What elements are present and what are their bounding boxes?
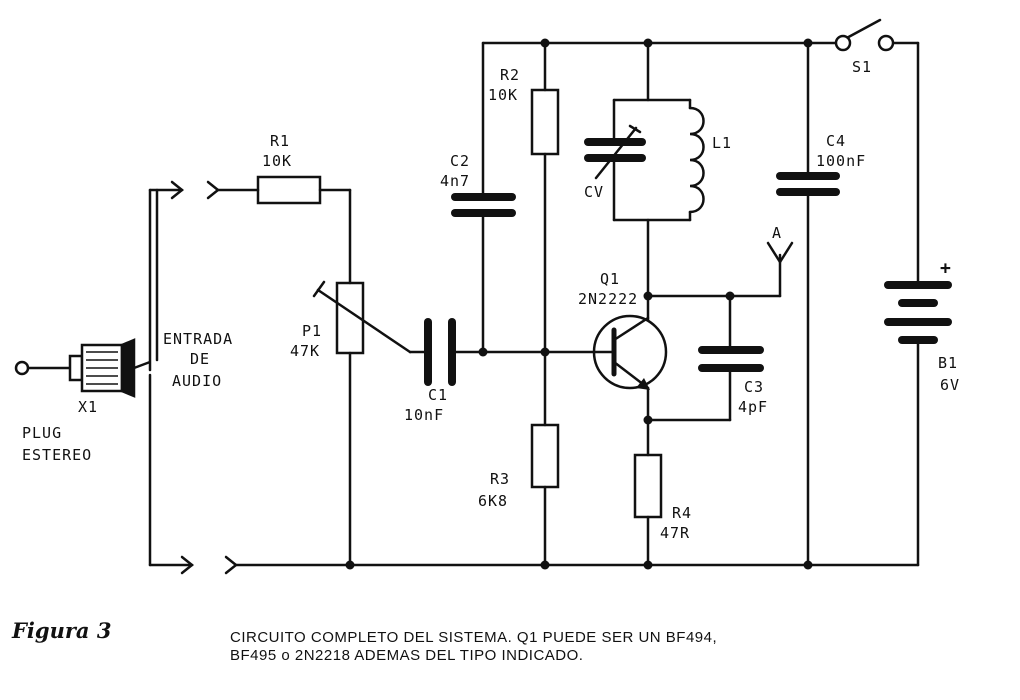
label-c3-value: 4pF — [738, 398, 768, 416]
cv-arrow-head — [628, 124, 642, 134]
resistor-r2 — [530, 88, 560, 156]
figure-caption: CIRCUITO COMPLETO DEL SISTEMA. Q1 PUEDE … — [230, 629, 950, 665]
cv-variable-arrow — [594, 126, 638, 180]
resistor-r3 — [530, 423, 560, 489]
label-p1-value: 47K — [290, 342, 320, 360]
junction-dot — [803, 38, 813, 48]
junction-dot — [643, 415, 653, 425]
antenna-a-symbol — [766, 241, 794, 265]
label-s1: S1 — [852, 58, 872, 76]
plug-cable — [133, 360, 151, 370]
junction-dot — [540, 38, 550, 48]
label-r2-value: 10K — [488, 86, 518, 104]
label-c2-value: 4n7 — [440, 172, 470, 190]
label-r3-name: R3 — [490, 470, 510, 488]
label-plug-line2: ESTEREO — [22, 446, 92, 464]
figure-caption-line2: BF495 o 2N2218 ADEMAS DEL TIPO INDICADO. — [230, 647, 584, 664]
junction-dot — [643, 291, 653, 301]
stereo-plug-x1 — [14, 338, 151, 398]
label-entrada-line3: AUDIO — [172, 372, 222, 390]
label-b1-name: B1 — [938, 354, 958, 372]
s1-terminal-right — [877, 34, 895, 52]
junction-dot — [540, 347, 550, 357]
s1-lever — [841, 18, 882, 42]
label-c4-name: C4 — [826, 132, 846, 150]
label-antenna-a: A — [772, 224, 782, 242]
junction-dot — [643, 38, 653, 48]
label-entrada-line2: DE — [190, 350, 210, 368]
q1-collector — [612, 316, 650, 342]
q1-emitter-arrow — [636, 378, 650, 390]
label-r1-value: 10K — [262, 152, 292, 170]
label-p1-name: P1 — [302, 322, 322, 340]
label-b1-value: 6V — [940, 376, 960, 394]
arrow-in-top-right — [206, 180, 221, 200]
p1-wiper — [316, 288, 412, 354]
label-r2-name: R2 — [500, 66, 520, 84]
p1-wiper-arrow — [312, 280, 326, 298]
plug-ring — [68, 354, 84, 382]
junction-dot — [345, 560, 355, 570]
label-l1: L1 — [712, 134, 732, 152]
label-r1-name: R1 — [270, 132, 290, 150]
label-x1: X1 — [78, 398, 98, 416]
label-c4-value: 100nF — [816, 152, 866, 170]
junction-dot — [643, 560, 653, 570]
label-c3-name: C3 — [744, 378, 764, 396]
label-entrada-line1: ENTRADA — [163, 330, 233, 348]
junction-dot — [725, 291, 735, 301]
arrow-in-top-left — [170, 180, 185, 200]
arrow-in-bottom-right — [224, 555, 239, 575]
label-c2-name: C2 — [450, 152, 470, 170]
s1-terminal-left — [834, 34, 852, 52]
label-r4-name: R4 — [672, 504, 692, 522]
label-r4-value: 47R — [660, 524, 690, 542]
label-plug-line1: PLUG — [22, 424, 62, 442]
label-b1-plus: + — [940, 258, 952, 279]
junction-dot — [478, 347, 488, 357]
plug-tip — [14, 360, 30, 376]
arrow-in-bottom-left — [180, 555, 195, 575]
label-q1-value: 2N2222 — [578, 290, 638, 308]
figure-caption-line1: CIRCUITO COMPLETO DEL SISTEMA. Q1 PUEDE … — [230, 629, 718, 646]
label-c1-value: 10nF — [404, 406, 444, 424]
label-q1-name: Q1 — [600, 270, 620, 288]
inductor-l1 — [688, 106, 705, 214]
resistor-r4 — [633, 453, 663, 519]
label-c1-name: C1 — [428, 386, 448, 404]
plug-collar — [120, 338, 136, 398]
junction-dot — [803, 560, 813, 570]
label-r3-value: 6K8 — [478, 492, 508, 510]
label-cv: CV — [584, 183, 604, 201]
transistor-q1-body — [592, 314, 668, 390]
resistor-r1 — [256, 175, 322, 205]
figure-label: Figura 3 — [12, 618, 112, 643]
junction-dot — [540, 560, 550, 570]
